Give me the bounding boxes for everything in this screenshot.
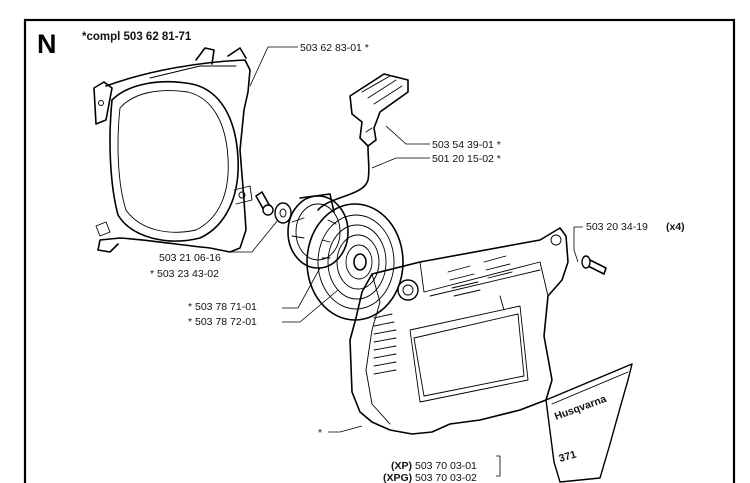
center-screw-drawing — [255, 191, 292, 224]
leader-lines — [230, 46, 583, 477]
label-decal-xp: 503 70 03-01 — [415, 460, 477, 472]
label-cover-screw: 503 20 34-19 — [586, 221, 648, 233]
label-decal-xp-tag: (XP) — [391, 460, 412, 472]
diagram-border — [23, 18, 736, 483]
decal-model: 371 — [558, 448, 578, 464]
cover-screw-drawing — [581, 255, 607, 275]
label-center-screw: 503 21 06-16 — [159, 252, 221, 264]
label-starter-housing: 503 62 83-01 * — [300, 42, 369, 54]
decal-drawing: Husqvarna 371 — [545, 363, 633, 483]
section-letter: N — [37, 29, 57, 59]
label-cord: 501 20 15-02 * — [432, 153, 501, 165]
assembly-note: *compl 503 62 81-71 — [82, 31, 192, 43]
label-pulley: * 503 78 71-01 — [188, 301, 257, 313]
label-decal-xpg-tag: (XPG) — [383, 472, 412, 483]
label-handle: 503 54 39-01 * — [432, 139, 501, 151]
label-washer: * 503 23 43-02 — [150, 268, 219, 280]
label-decal-xpg: 503 70 03-02 — [415, 472, 477, 483]
starter-housing-drawing — [93, 47, 253, 253]
starter-cover-drawing — [349, 227, 569, 435]
label-spring: * 503 78 72-01 — [188, 316, 257, 328]
label-cover-screw-qty: (x4) — [666, 221, 685, 233]
label-cover: * — [318, 427, 322, 439]
